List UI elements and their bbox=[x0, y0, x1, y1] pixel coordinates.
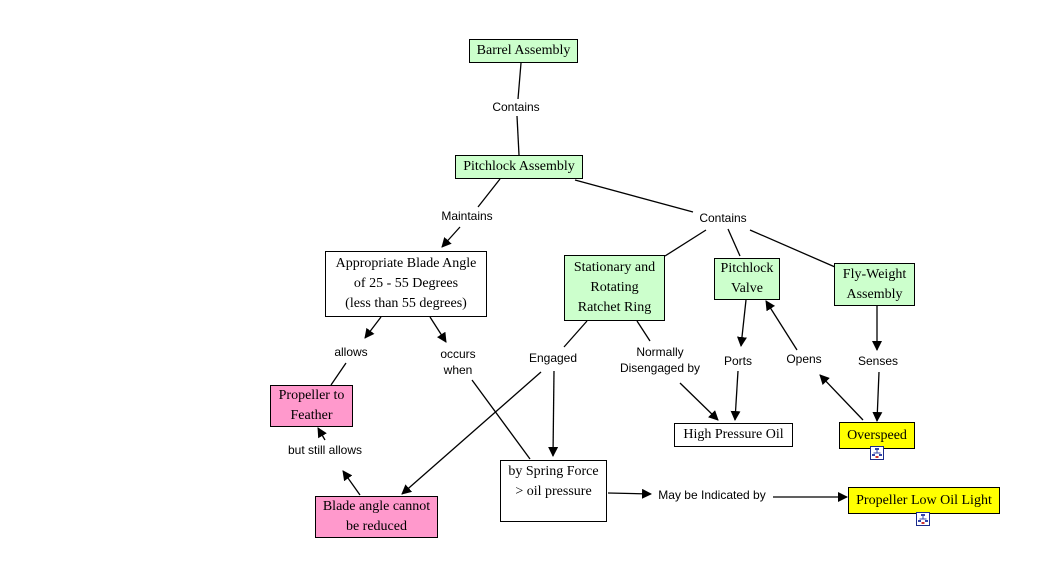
link-contains-pitchlock bbox=[516, 115, 520, 156]
concept-propeller-feather[interactable]: Propeller to Feather bbox=[270, 385, 353, 427]
link-label-opens: Opens bbox=[786, 351, 822, 367]
link-maintains-bladeangle bbox=[441, 226, 461, 248]
link-label-engaged: Engaged bbox=[528, 350, 578, 366]
link-label-contains: Contains bbox=[492, 99, 540, 115]
concept-low-oil-light[interactable]: Propeller Low Oil Light bbox=[848, 487, 1000, 514]
concept-high-pressure-oil[interactable]: High Pressure Oil bbox=[674, 423, 793, 447]
link-bladeangle-occurs bbox=[429, 316, 447, 343]
link-opens-valve bbox=[765, 300, 798, 351]
link-bladeangle-allows bbox=[364, 316, 382, 339]
link-label-ports: Ports bbox=[723, 353, 753, 369]
link-occurs-spring bbox=[471, 379, 531, 460]
link-label-but-still-allows: but still allows bbox=[287, 442, 363, 458]
link-ports-hpo bbox=[730, 370, 741, 421]
link-barrel-contains bbox=[517, 62, 522, 100]
link-spring-maybe bbox=[607, 488, 652, 499]
link-label-may-be-indicated: May be Indicated by bbox=[658, 487, 766, 503]
link-blade-butstill bbox=[342, 470, 361, 496]
link-contains-ratchet bbox=[664, 229, 707, 257]
link-valve-ports bbox=[737, 299, 747, 347]
submap-icon[interactable] bbox=[916, 512, 930, 526]
link-contains-flyweight bbox=[749, 229, 836, 268]
link-butstill-feather bbox=[317, 427, 327, 441]
link-engaged-blade bbox=[401, 371, 542, 495]
submap-icon[interactable] bbox=[870, 446, 884, 460]
link-label-occurs-when: occurs when bbox=[440, 346, 476, 378]
concept-fly-weight-assembly[interactable]: Fly-Weight Assembly bbox=[834, 263, 915, 306]
link-overspeed-opens bbox=[819, 374, 864, 421]
link-label-contains-2: Contains bbox=[699, 210, 747, 226]
link-allows-feather bbox=[330, 362, 347, 386]
concept-ratchet-ring[interactable]: Stationary and Rotating Ratchet Ring bbox=[564, 255, 665, 321]
link-label-maintains: Maintains bbox=[441, 208, 493, 224]
concept-overspeed[interactable]: Overspeed bbox=[839, 422, 915, 449]
concept-pitchlock-assembly[interactable]: Pitchlock Assembly bbox=[455, 155, 583, 179]
link-label-senses: Senses bbox=[857, 353, 899, 369]
concept-barrel-assembly[interactable]: Barrel Assembly bbox=[469, 39, 578, 63]
link-pitchlock-contains bbox=[574, 179, 694, 213]
link-ratchet-engaged bbox=[563, 320, 588, 348]
link-disengaged-hpo bbox=[679, 382, 719, 421]
link-senses-overspeed bbox=[872, 371, 883, 422]
concept-blade-angle[interactable]: Appropriate Blade Angle of 25 - 55 Degre… bbox=[325, 251, 487, 317]
link-contains-valve bbox=[727, 228, 741, 257]
link-label-normally-disengaged: Normally Disengaged by bbox=[619, 344, 701, 376]
link-ratchet-disengaged bbox=[636, 320, 651, 342]
link-pitchlock-maintains bbox=[477, 178, 501, 208]
concept-blade-not-reduced[interactable]: Blade angle cannot be reduced bbox=[315, 496, 438, 538]
link-engaged-spring bbox=[548, 370, 559, 457]
concept-pitchlock-valve[interactable]: Pitchlock Valve bbox=[714, 258, 780, 300]
link-label-allows: allows bbox=[334, 344, 368, 360]
concept-spring-force[interactable]: by Spring Force > oil pressure bbox=[500, 460, 607, 522]
